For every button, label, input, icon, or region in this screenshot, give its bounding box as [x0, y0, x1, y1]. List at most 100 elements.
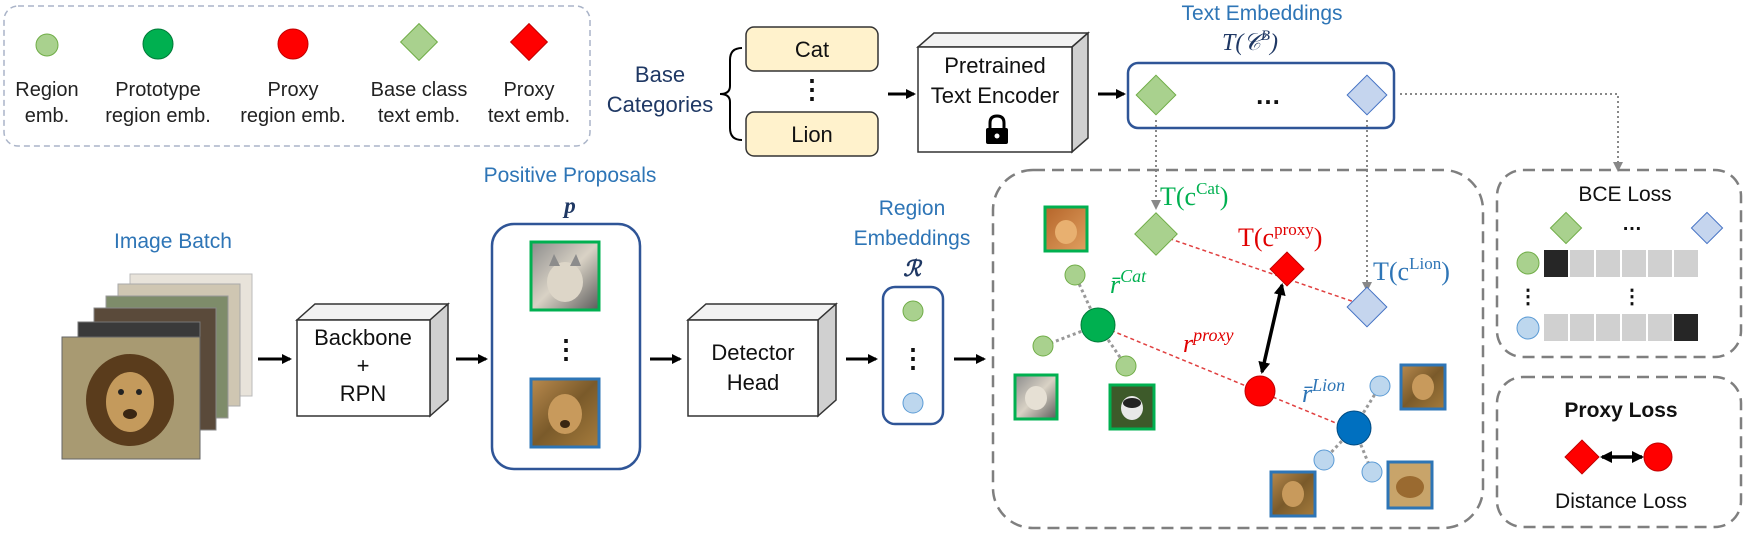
encoder-label: Text Encoder	[931, 83, 1059, 108]
lion-thumbnail	[1386, 460, 1434, 510]
image-batch: Image Batch	[61, 230, 292, 460]
legend-frame	[3, 5, 591, 147]
bce-matrix-cell	[1596, 250, 1620, 277]
backbone-top-face	[295, 303, 450, 321]
proxy-distance-arrow	[1258, 283, 1286, 374]
base-categories: Base Categories Cat ⋮ Lion	[607, 26, 916, 157]
legend-label: text emb.	[488, 105, 570, 127]
legend-label: Proxy	[503, 79, 554, 101]
bce-loss-frame	[1495, 168, 1743, 359]
bce-matrix-cell	[1544, 314, 1568, 341]
lion-region-dot	[1313, 449, 1335, 471]
cat-thumbnail	[1013, 373, 1059, 421]
bce-matrix-cell	[1648, 250, 1672, 277]
detector-head: Detector Head	[686, 302, 878, 418]
lion-text-emb-diamond	[1346, 74, 1388, 116]
prototype-emb-legend-icon	[142, 28, 174, 60]
text-encoder: Pretrained Text Encoder	[916, 31, 1126, 154]
positive-proposals-label: Positive Proposals	[484, 164, 657, 187]
proxy-loss-diamond	[1564, 439, 1600, 475]
proposals-symbol: p	[562, 193, 576, 218]
lion-photo-front	[61, 336, 201, 460]
cat-thumbnail	[1108, 383, 1156, 431]
detector-front-face	[687, 319, 819, 417]
lion-thumbnail	[1269, 470, 1317, 518]
proxy-region-line	[1097, 324, 1349, 429]
category-cat-label: Cat	[795, 37, 829, 62]
bce-ellipsis-h: …	[1622, 213, 1642, 235]
t-cat-label: T(cCat)	[1160, 179, 1228, 211]
r-lion-label: r̄Lion	[1302, 375, 1345, 408]
legend-label: Proxy	[267, 79, 318, 101]
cat-text-emb-diamond	[1135, 74, 1177, 116]
cat-prototype-dot	[1080, 307, 1116, 343]
bce-matrix-cell	[1544, 250, 1568, 277]
bce-matrix-cell	[1622, 314, 1646, 341]
region-emb-green-dot	[902, 300, 924, 322]
bce-ellipsis-v: ⋮	[1622, 286, 1642, 308]
bce-matrix-cell	[1622, 250, 1646, 277]
bce-matrix-row	[1544, 314, 1698, 341]
proxy-loss-dot	[1643, 442, 1673, 472]
region-embeddings-box	[881, 285, 945, 426]
category-box-lion	[745, 111, 879, 157]
lion-region-dot	[1369, 375, 1391, 397]
cat-thumbnail	[1043, 205, 1089, 253]
proxy-text-line	[1155, 233, 1367, 307]
lion-prototype-dot	[1336, 410, 1372, 446]
detector-top-face	[686, 303, 838, 321]
embedding-space-frame	[991, 168, 1485, 530]
image-batch-label: Image Batch	[114, 230, 232, 253]
detector-label: Detector	[711, 340, 794, 365]
t-lion-label: T(cLion)	[1373, 254, 1450, 286]
bce-lion-diamond	[1690, 211, 1724, 245]
detector-label: Head	[727, 370, 780, 395]
positive-proposals: Positive Proposals p ⋮	[484, 164, 682, 471]
category-box-cat	[745, 26, 879, 72]
category-ellipsis: ⋮	[799, 74, 825, 104]
detector-side-face	[817, 302, 837, 418]
region-emb-ellipsis: ⋮	[900, 343, 926, 373]
encoder-label: Pretrained	[944, 53, 1046, 78]
text-embeddings-title: Text Embeddings	[1181, 2, 1342, 25]
lion-thumbnail	[1399, 363, 1447, 411]
bce-matrix-cell	[1570, 250, 1594, 277]
backbone-rpn: Backbone + RPN	[295, 302, 488, 418]
base-categories-label: Base	[635, 62, 685, 87]
bce-matrix-cell	[1674, 250, 1698, 277]
text-embeddings-box	[1126, 61, 1396, 130]
proxy-region-emb-legend-icon	[277, 28, 309, 60]
category-lion-label: Lion	[791, 122, 833, 147]
cat-region-dot	[1064, 264, 1086, 286]
proxy-loss-frame	[1495, 375, 1743, 529]
region-embeddings-label: Embeddings	[854, 227, 971, 250]
backbone-side-face	[429, 302, 449, 418]
bce-matrix-cell	[1648, 314, 1672, 341]
encoder-side-face	[1071, 31, 1089, 154]
proposals-box	[490, 222, 642, 471]
region-embeddings-symbol: ℛ	[903, 256, 923, 281]
legend-label: Prototype	[115, 79, 201, 101]
bce-cat-diamond	[1549, 211, 1583, 245]
bce-loss: BCE Loss … ⋮ ⋮	[1495, 168, 1743, 359]
bce-ellipsis-v: ⋮	[1518, 286, 1538, 308]
legend-label: text emb.	[378, 105, 460, 127]
category-brace	[719, 47, 743, 141]
bce-cat-dot	[1516, 251, 1540, 275]
legend-label: Base class	[371, 79, 468, 101]
bce-matrix-cell	[1570, 314, 1594, 341]
legend-label: region emb.	[105, 105, 211, 127]
proxy-loss: Proxy Loss Distance Loss	[1495, 375, 1743, 529]
r-cat-label: r̄Cat	[1110, 266, 1147, 299]
proxy-loss-subtitle: Distance Loss	[1555, 490, 1687, 513]
backbone-front-face	[296, 319, 431, 417]
proposals-ellipsis: ⋮	[553, 334, 579, 364]
text-emb-ellipsis: …	[1255, 80, 1281, 110]
bce-matrix-cell	[1596, 314, 1620, 341]
r-proxy-label: rproxy	[1183, 325, 1233, 358]
region-emb-blue-dot	[902, 392, 924, 414]
backbone-label: +	[357, 353, 370, 378]
legend-label: region emb.	[240, 105, 346, 127]
proxy-region-dot	[1244, 375, 1276, 407]
legend: Region emb. Prototype region emb. Proxy …	[3, 5, 591, 147]
